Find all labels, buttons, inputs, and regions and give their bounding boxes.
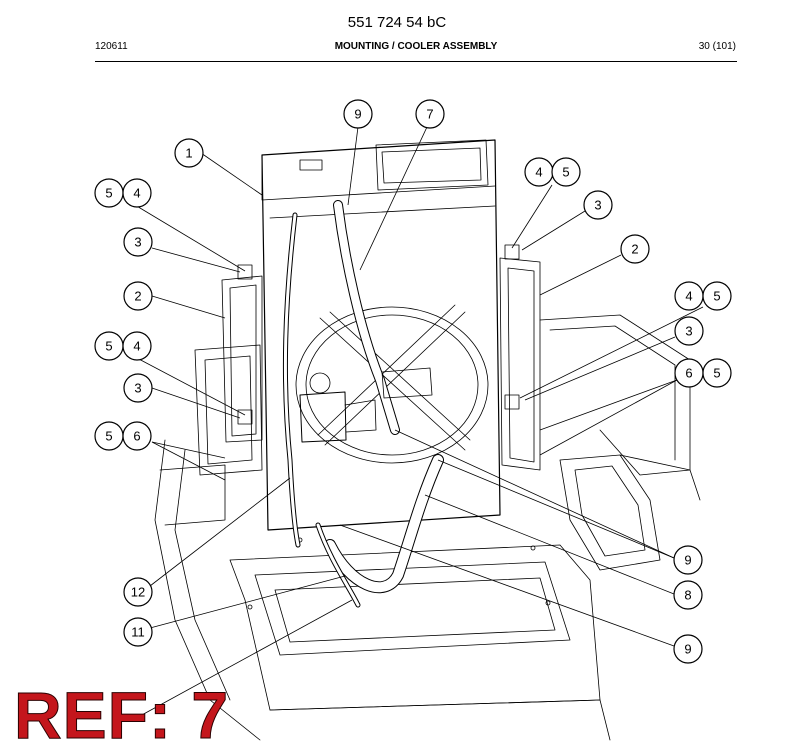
callout-3-top-right: 3: [583, 190, 613, 220]
fan-shroud: [295, 304, 489, 464]
svg-text:5: 5: [713, 289, 720, 304]
svg-text:3: 3: [134, 381, 141, 396]
svg-text:5: 5: [105, 339, 112, 354]
callout-2-right: 2: [620, 234, 650, 264]
callout-4-mid-left: 4: [122, 331, 152, 361]
callout-4-mid-right: 4: [674, 281, 704, 311]
callout-4-top-right: 4: [524, 157, 554, 187]
callout-5-top-left: 5: [94, 178, 124, 208]
svg-text:9: 9: [354, 107, 361, 122]
svg-text:1: 1: [185, 146, 192, 161]
cooler-core: [261, 139, 501, 531]
svg-text:5: 5: [713, 366, 720, 381]
svg-text:11: 11: [131, 625, 145, 640]
callout-11: 11: [123, 617, 153, 647]
svg-text:9: 9: [684, 553, 691, 568]
left-bracket: [221, 264, 263, 443]
valve-block: [299, 367, 433, 443]
callout-6-right: 6: [674, 358, 704, 388]
svg-text:2: 2: [134, 289, 141, 304]
callout-5-lower-right: 5: [702, 358, 732, 388]
svg-text:7: 7: [426, 107, 433, 122]
callout-3-top-left: 3: [123, 227, 153, 257]
svg-text:4: 4: [685, 289, 692, 304]
right-bracket: [499, 244, 541, 471]
page-title: MOUNTING / COOLER ASSEMBLY: [334, 41, 498, 52]
svg-text:5: 5: [562, 165, 569, 180]
page-number: 30 (101): [698, 41, 736, 52]
document-number: 551 724 54 bC: [347, 14, 447, 31]
reference-label: REF: 7: [13, 678, 230, 752]
chassis-frame: [154, 314, 701, 741]
svg-text:6: 6: [685, 366, 692, 381]
svg-text:12: 12: [131, 585, 145, 600]
svg-text:9: 9: [684, 642, 691, 657]
svg-text:4: 4: [535, 165, 542, 180]
svg-text:5: 5: [105, 429, 112, 444]
svg-text:3: 3: [594, 198, 601, 213]
header-rule: [95, 61, 737, 62]
date-code: 120611: [95, 41, 128, 52]
svg-text:3: 3: [134, 235, 141, 250]
svg-text:3: 3: [685, 324, 692, 339]
callout-4-top-left: 4: [122, 178, 152, 208]
callout-5-mid-left: 5: [94, 331, 124, 361]
callout-9-top: 9: [343, 99, 373, 129]
callout-5-top-right: 5: [551, 157, 581, 187]
callout-3-mid-right: 3: [674, 316, 704, 346]
callout-1: 1: [174, 138, 204, 168]
callout-7: 7: [415, 99, 445, 129]
callout-9-right: 9: [673, 545, 703, 575]
callout-12: 12: [123, 577, 153, 607]
svg-text:2: 2: [631, 242, 638, 257]
svg-text:5: 5: [105, 186, 112, 201]
callout-2-left: 2: [123, 281, 153, 311]
svg-text:6: 6: [133, 429, 140, 444]
svg-text:4: 4: [133, 339, 140, 354]
callout-5-mid-right: 5: [702, 281, 732, 311]
callout-8: 8: [673, 580, 703, 610]
callout-3-mid-left: 3: [123, 373, 153, 403]
svg-text:4: 4: [133, 186, 140, 201]
leader-lines: [134, 126, 704, 717]
callout-5-lower-left: 5: [94, 421, 124, 451]
svg-text:8: 8: [684, 588, 691, 603]
callout-6-left: 6: [122, 421, 152, 451]
callout-9-bottom: 9: [673, 634, 703, 664]
